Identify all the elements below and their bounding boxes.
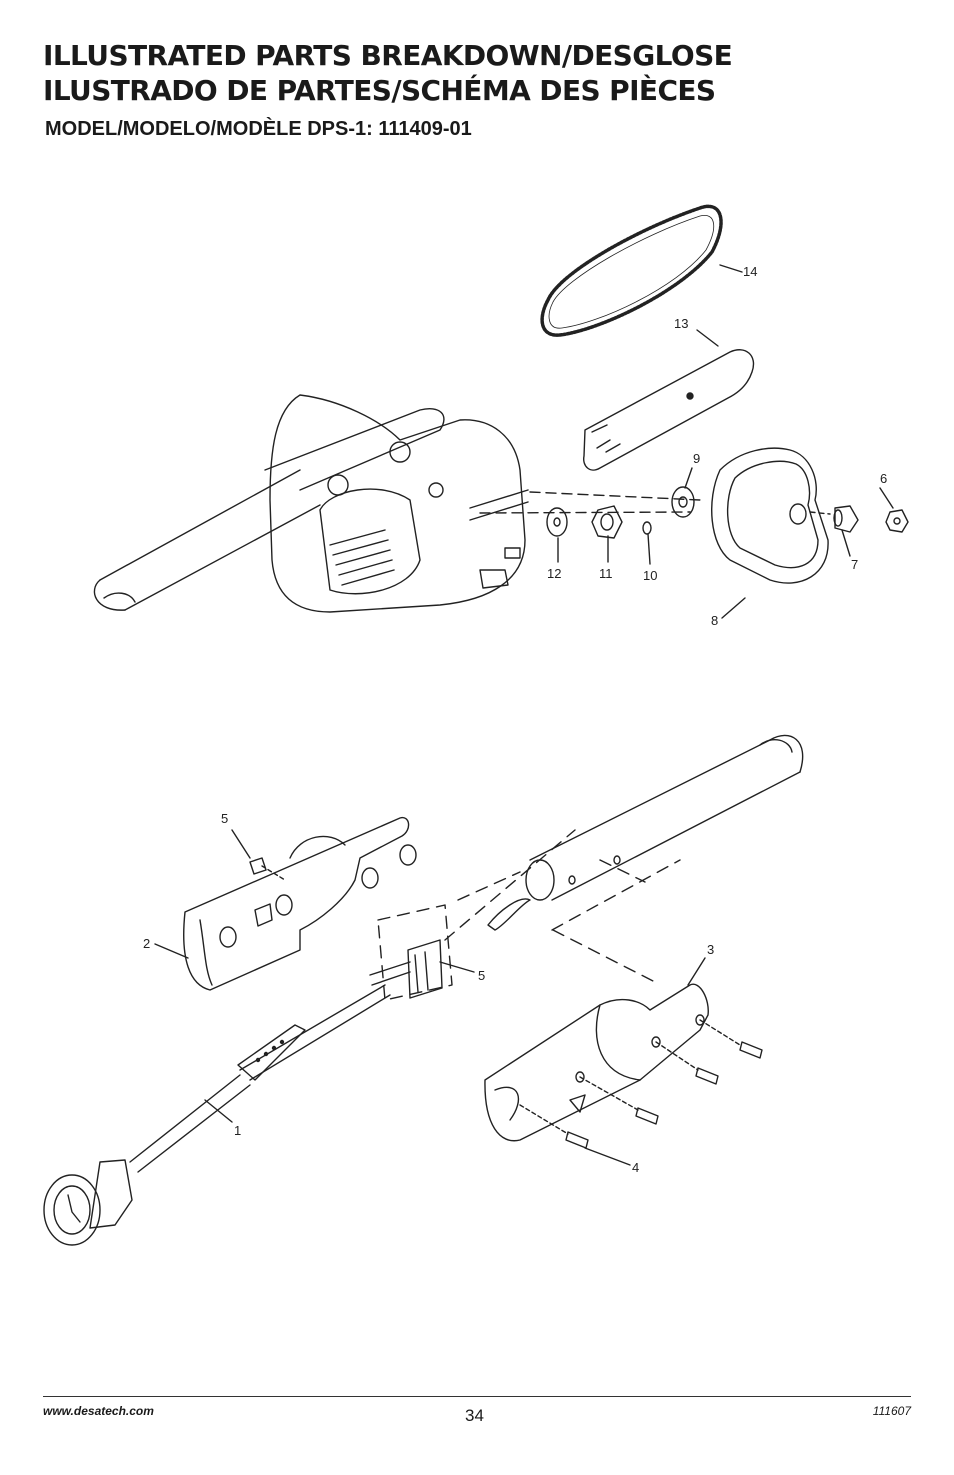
switch-5b [407,939,443,999]
sprocket-11 [591,505,623,539]
plug [89,1159,133,1229]
page-title: ILLUSTRATED PARTS BREAKDOWN/DESGLOSE ILU… [43,38,923,108]
callout-13: 13 [674,316,688,331]
callout-7: 7 [851,557,858,572]
callout-6: 6 [880,471,887,486]
callout-3: 3 [707,942,714,957]
saw-chain [540,204,723,337]
footer-divider [43,1396,911,1397]
clip-10 [642,521,652,535]
screw-4a [739,1041,763,1059]
sprocket-cover [711,447,829,584]
callout-5a: 5 [221,811,228,826]
washer-9 [671,486,695,518]
callout-5b: 5 [478,968,485,983]
page-number: 34 [465,1406,484,1425]
callout-8: 8 [711,613,718,628]
screw-4b [695,1067,719,1085]
callout-11: 11 [599,566,613,581]
footer-website: www.desatech.com [43,1404,154,1418]
washer-12 [546,507,568,537]
callout-12: 12 [547,566,561,581]
callout-14: 14 [743,264,757,279]
handle-half-2 [183,816,410,991]
power-cord [239,984,391,1081]
guide-bar [583,349,755,471]
callout-4: 4 [632,1160,639,1175]
callout-2: 2 [143,936,150,951]
handle-half-3 [484,983,709,1142]
model-subtitle: MODEL/MODELO/MODÈLE DPS-1: 111409-01 [45,118,472,140]
callout-10: 10 [643,568,657,583]
screw-5a [249,857,267,875]
lower-boom-tube [529,739,801,901]
title-line-1: ILLUSTRATED PARTS BREAKDOWN/DESGLOSE [43,39,733,72]
callout-9: 9 [693,451,700,466]
screw-4d [565,1131,589,1149]
upper-boom [99,469,321,611]
document-number: 111607 [872,1404,911,1418]
title-line-2: ILUSTRADO DE PARTES/SCHÉMA DES PIÈCES [43,74,716,107]
screw-4c [635,1107,659,1125]
hex-nut [885,509,909,533]
callout-1: 1 [234,1123,241,1138]
